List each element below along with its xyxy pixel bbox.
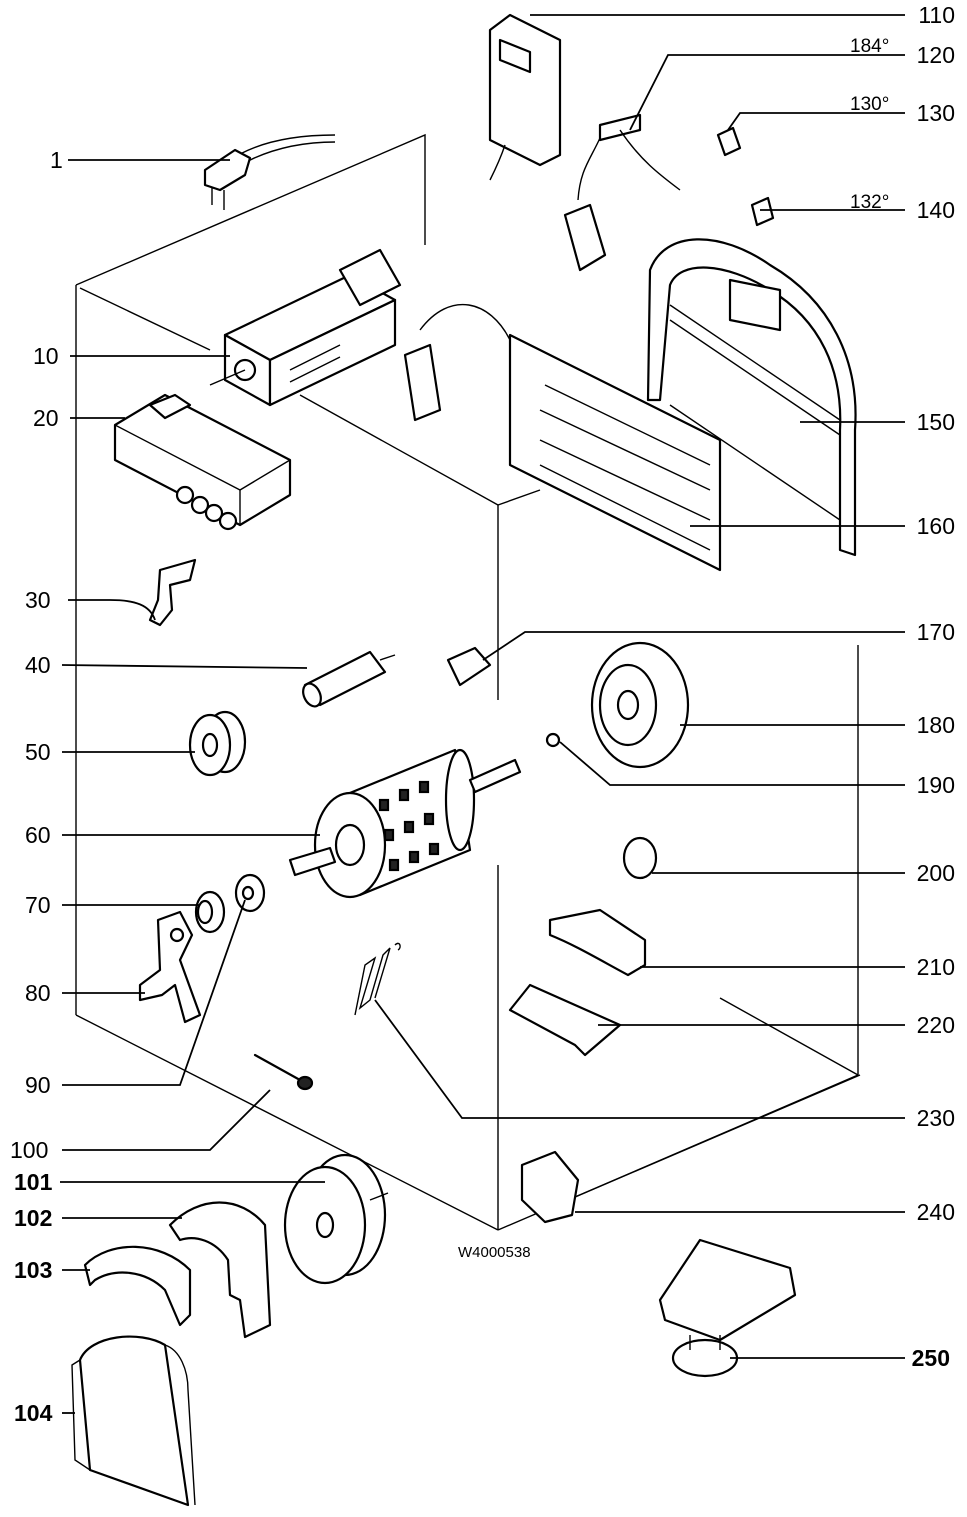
callout-190: 190 bbox=[917, 772, 955, 798]
callout-170: 170 bbox=[917, 619, 955, 645]
leader-lines bbox=[60, 14, 905, 1414]
part-230-spring bbox=[354, 942, 401, 1016]
part-50-pulley bbox=[188, 710, 247, 777]
part-20-switch-block bbox=[113, 393, 292, 531]
callout-70: 70 bbox=[25, 892, 51, 918]
callout-101: 101 bbox=[14, 1169, 53, 1195]
part-170-terminal bbox=[446, 646, 492, 687]
callout-40: 40 bbox=[25, 652, 51, 678]
part-210-catch bbox=[548, 908, 647, 977]
part-160-heating-element bbox=[403, 303, 722, 572]
callout-110: 110 bbox=[918, 2, 955, 28]
part-220-plate bbox=[508, 983, 622, 1057]
callout-200: 200 bbox=[917, 860, 955, 886]
part-10-timer-module bbox=[209, 248, 402, 407]
part-70-bushing bbox=[194, 890, 226, 934]
part-100-screw bbox=[253, 1053, 314, 1091]
callout-104: 104 bbox=[14, 1400, 53, 1426]
drawing-code: W4000538 bbox=[458, 1244, 531, 1261]
part-60-motor bbox=[288, 748, 522, 899]
callout-80: 80 bbox=[25, 980, 51, 1006]
part-110-control-board bbox=[488, 13, 562, 181]
part-180-drum-fan bbox=[590, 641, 690, 769]
temp-rating-120: 184° bbox=[850, 36, 889, 57]
part-102-fan-housing bbox=[168, 1201, 272, 1339]
callout-20: 20 bbox=[33, 405, 59, 431]
callout-120: 120 bbox=[917, 42, 955, 68]
part-101-fan-wheel bbox=[283, 1153, 389, 1285]
callout-230: 230 bbox=[917, 1105, 955, 1131]
part-30-bracket bbox=[148, 558, 197, 627]
callout-160: 160 bbox=[917, 513, 955, 539]
part-130-thermal-fuse bbox=[716, 126, 742, 157]
callout-130: 130 bbox=[917, 100, 955, 126]
callout-60: 60 bbox=[25, 822, 51, 848]
callout-240: 240 bbox=[917, 1199, 955, 1225]
callout-250: 250 bbox=[912, 1345, 950, 1371]
part-240-switch bbox=[520, 1150, 580, 1224]
part-250-drive-base bbox=[658, 1238, 797, 1378]
callout-1: 1 bbox=[50, 147, 63, 173]
callout-150: 150 bbox=[917, 409, 955, 435]
temp-rating-130: 130° bbox=[850, 94, 889, 115]
part-40-capacitor bbox=[302, 650, 396, 708]
callout-90: 90 bbox=[25, 1072, 51, 1098]
callout-30: 30 bbox=[25, 587, 51, 613]
temp-rating-140: 132° bbox=[850, 192, 889, 213]
part-104-filter bbox=[71, 1335, 196, 1507]
callout-180: 180 bbox=[917, 712, 955, 738]
part-140-thermostat bbox=[750, 196, 775, 227]
callout-103: 103 bbox=[14, 1257, 52, 1283]
part-90-washer bbox=[234, 873, 266, 913]
part-150-heater-frame bbox=[646, 238, 857, 557]
part-80-motor-mount bbox=[138, 910, 202, 1024]
callout-50: 50 bbox=[25, 739, 51, 765]
part-120-thermostat bbox=[563, 113, 681, 272]
callout-102: 102 bbox=[14, 1205, 52, 1231]
callout-210: 210 bbox=[917, 954, 955, 980]
part-1-cord-clip bbox=[203, 134, 336, 210]
part-103-fan-cover bbox=[83, 1245, 192, 1327]
callout-100: 100 bbox=[10, 1137, 48, 1163]
callout-140: 140 bbox=[917, 197, 955, 223]
callout-10: 10 bbox=[33, 343, 59, 369]
callout-220: 220 bbox=[917, 1012, 955, 1038]
cabinet-frame bbox=[75, 133, 861, 1231]
part-200-round-part bbox=[622, 836, 658, 880]
part-190-clip bbox=[545, 732, 561, 748]
